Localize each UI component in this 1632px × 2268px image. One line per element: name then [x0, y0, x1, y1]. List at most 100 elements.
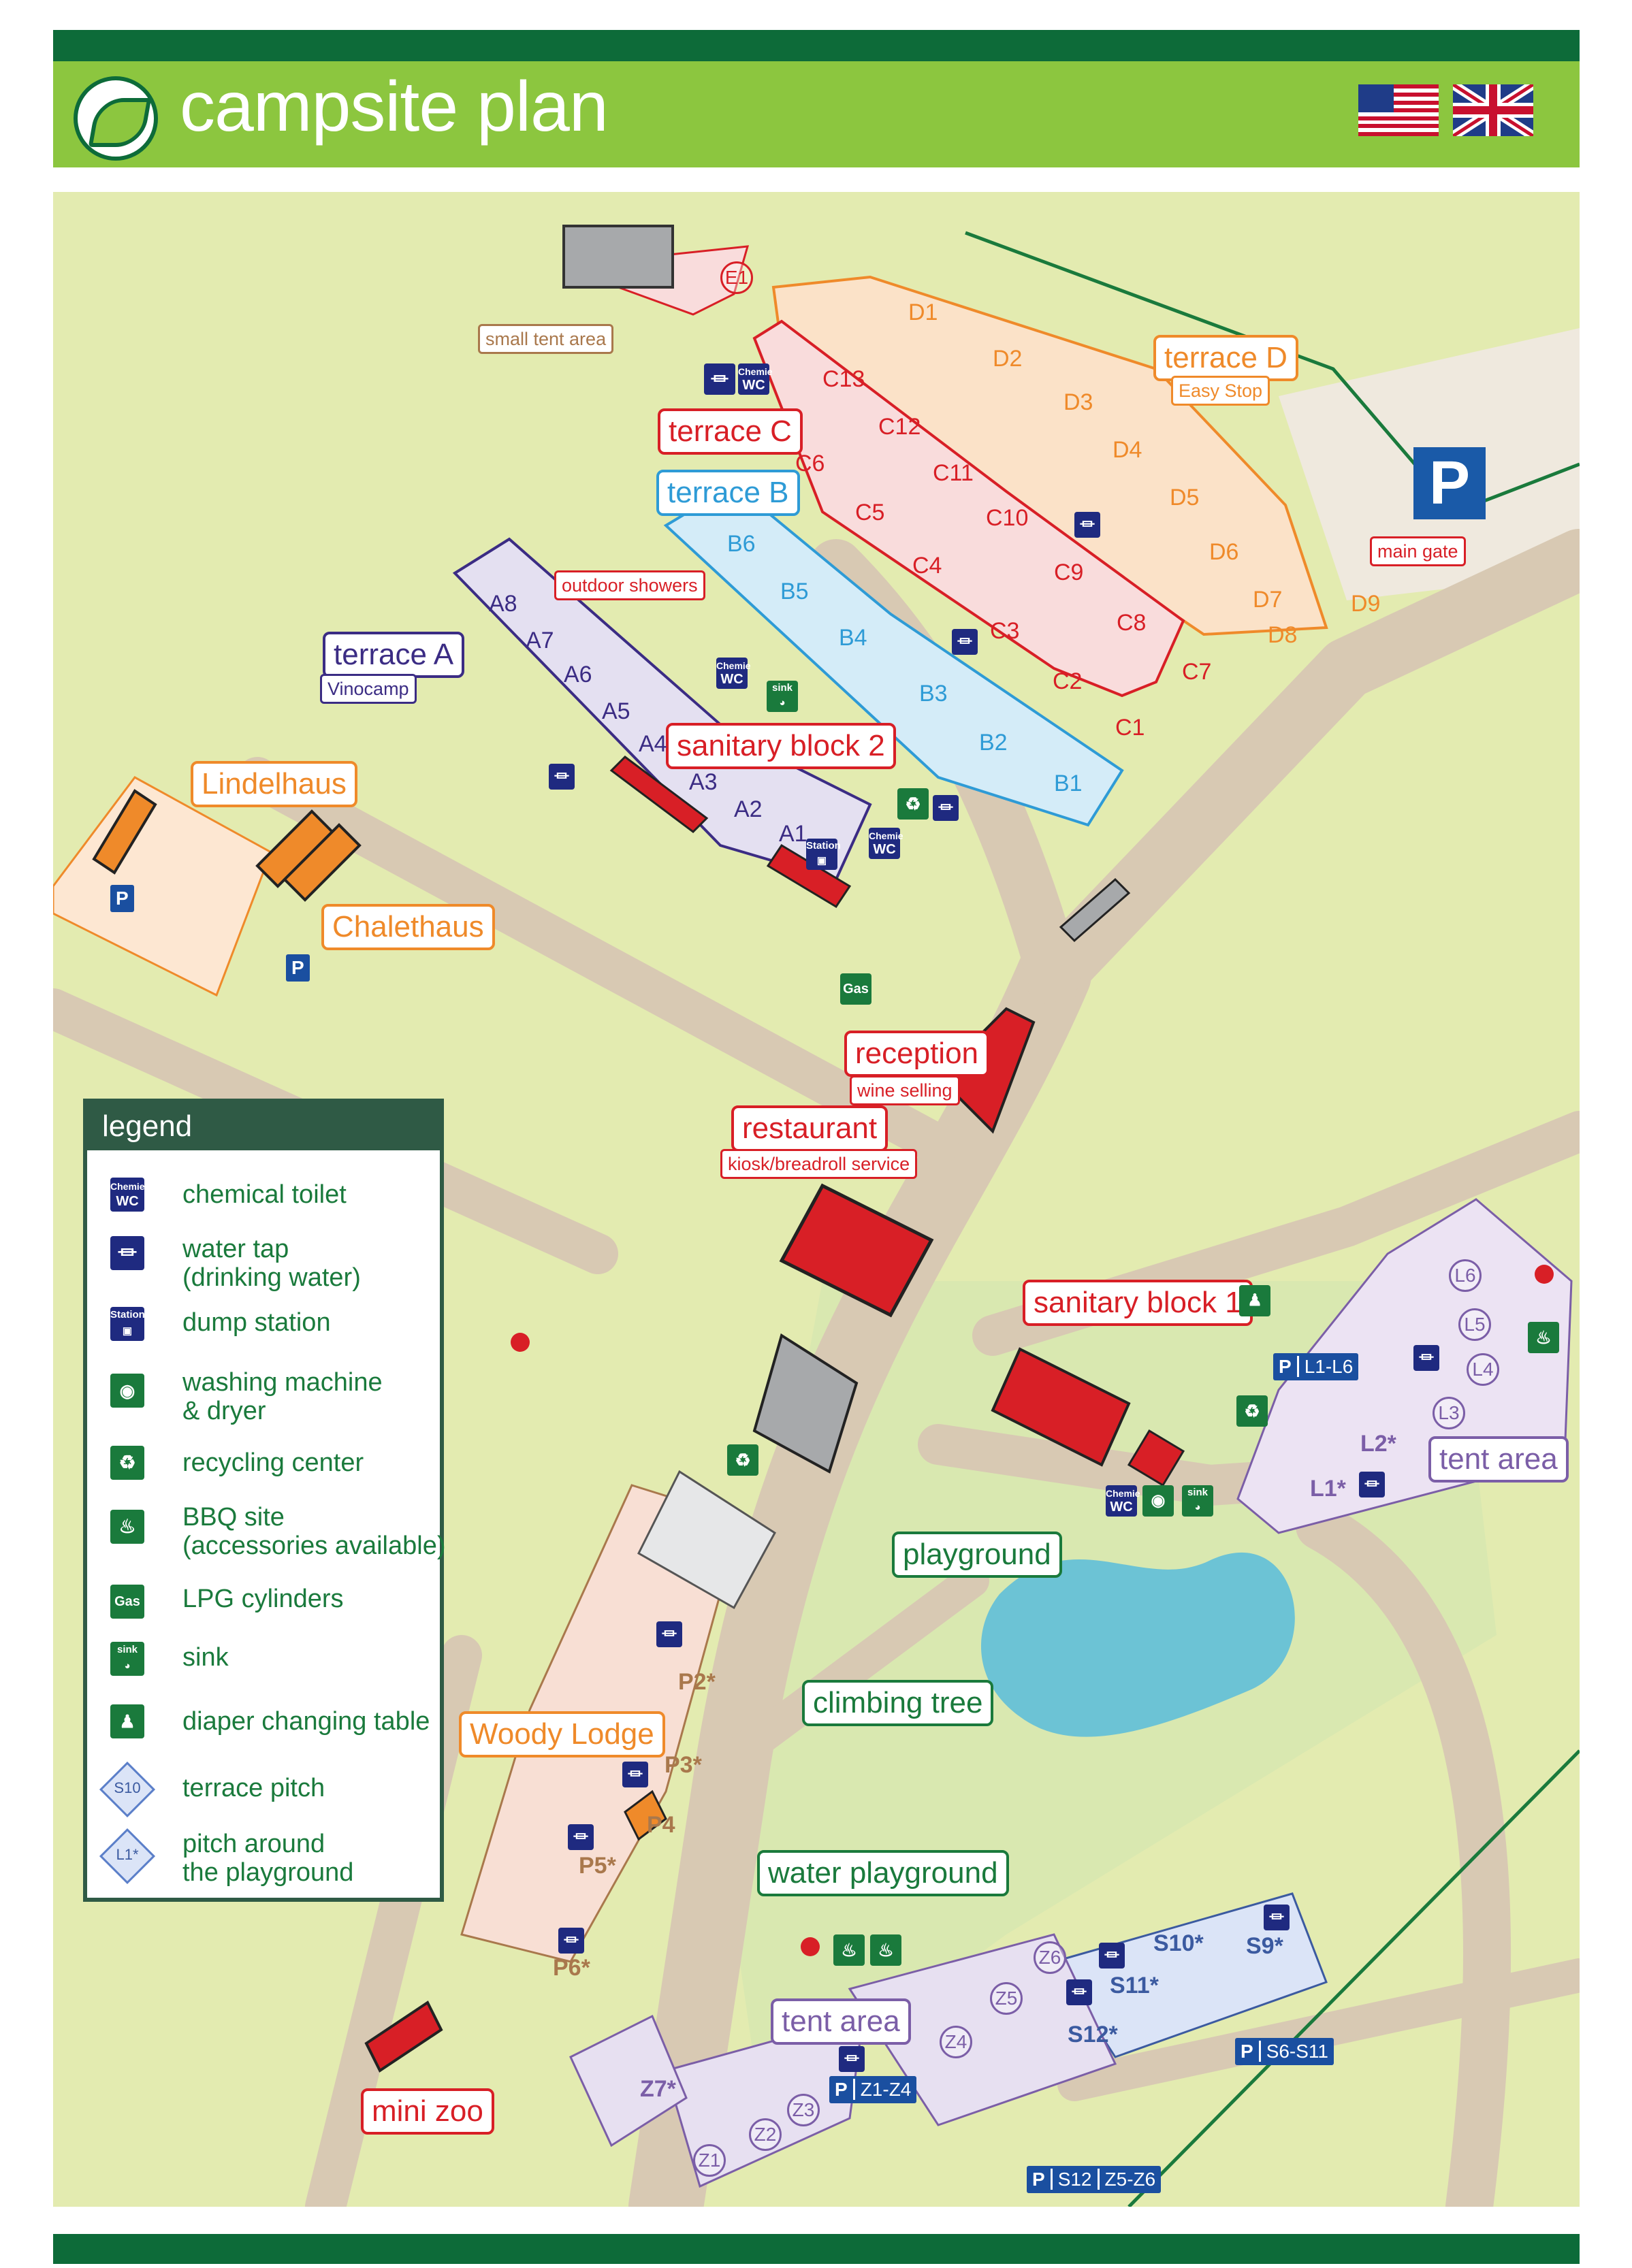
sink-icon: sink◕	[1182, 1485, 1213, 1517]
pitch-c5[interactable]: C5	[855, 500, 885, 525]
pitch-z6[interactable]: Z6	[1034, 1941, 1066, 1974]
washing-machine-icon: ◉	[110, 1374, 144, 1408]
pitch-d2[interactable]: D2	[993, 346, 1023, 372]
water-tap-icon: ⏛	[622, 1762, 648, 1787]
pitch-p4[interactable]: P4	[647, 1812, 675, 1838]
pitch-s9[interactable]: S9*	[1246, 1933, 1283, 1959]
water-tap-icon: ⏛	[1066, 1979, 1092, 2005]
pitch-l1[interactable]: L1*	[1310, 1476, 1346, 1502]
pitch-c10[interactable]: C10	[986, 505, 1029, 531]
pitch-c13[interactable]: C13	[822, 366, 865, 392]
pitch-b6[interactable]: B6	[727, 531, 756, 557]
pitch-b4[interactable]: B4	[839, 625, 867, 651]
pitch-b3[interactable]: B3	[919, 681, 948, 707]
pitch-d9[interactable]: D9	[1351, 591, 1381, 617]
uk-flag-icon[interactable]	[1453, 84, 1533, 136]
pitch-d3[interactable]: D3	[1063, 389, 1093, 415]
label-vinocamp: Vinocamp	[320, 674, 417, 704]
pitch-d1[interactable]: D1	[908, 299, 938, 325]
main-parking-icon[interactable]: P	[1413, 447, 1486, 519]
pitch-a2[interactable]: A2	[734, 796, 763, 822]
pitch-c1[interactable]: C1	[1115, 715, 1145, 741]
pitch-a1[interactable]: A1	[779, 821, 807, 847]
pitch-l6[interactable]: L6	[1449, 1259, 1482, 1292]
legend-item-label: BBQ site (accessories available)	[182, 1503, 446, 1560]
pitch-l2[interactable]: L2*	[1360, 1431, 1396, 1457]
pitch-c12[interactable]: C12	[878, 414, 921, 440]
pitch-p3[interactable]: P3*	[665, 1752, 702, 1778]
pitch-a6[interactable]: A6	[564, 662, 592, 687]
water-tap-icon: ⏛	[952, 629, 978, 655]
pitch-z5[interactable]: Z5	[990, 1982, 1023, 2015]
pitch-e1[interactable]: E1	[720, 261, 753, 294]
parking-lindelhaus[interactable]: P	[110, 885, 134, 912]
pitch-a7[interactable]: A7	[526, 628, 554, 653]
water-tap-icon: ⏛	[568, 1824, 594, 1850]
label-chalethaus: Chalethaus	[321, 904, 495, 950]
pitch-c7[interactable]: C7	[1182, 659, 1212, 685]
pitch-l4[interactable]: L4	[1467, 1353, 1499, 1386]
pitch-b1[interactable]: B1	[1054, 771, 1083, 796]
pitch-c3[interactable]: C3	[990, 618, 1020, 644]
label-reception[interactable]: reception	[844, 1031, 990, 1077]
water-tap-icon: ⏛	[110, 1236, 144, 1270]
pitch-z7[interactable]: Z7*	[640, 2076, 676, 2102]
pitch-z2[interactable]: Z2	[749, 2118, 782, 2151]
label-kiosk: kiosk/breadroll service	[720, 1149, 918, 1179]
pitch-c2[interactable]: C2	[1053, 668, 1083, 694]
page-title: campsite plan	[180, 67, 609, 146]
pitch-a4[interactable]: A4	[639, 731, 667, 757]
water-tap-icon: ⏛	[1413, 1345, 1439, 1371]
pitch-z1[interactable]: Z1	[693, 2144, 726, 2177]
label-easy-stop: Easy Stop	[1171, 376, 1270, 406]
label-climbing-tree: climbing tree	[802, 1680, 994, 1726]
recycling-icon: ♻	[110, 1446, 144, 1480]
label-terrace-a: terrace A	[323, 632, 465, 678]
bbq-icon: ♨	[110, 1510, 144, 1544]
recycling-icon: ♻	[897, 788, 929, 820]
pitch-d4[interactable]: D4	[1113, 437, 1142, 463]
label-playground: playground	[892, 1532, 1062, 1578]
pitch-d5[interactable]: D5	[1170, 485, 1200, 511]
pitch-c6[interactable]: C6	[795, 451, 825, 476]
parking-chalethaus[interactable]: P	[286, 954, 310, 982]
pitch-s12[interactable]: S12*	[1068, 2022, 1118, 2047]
pitch-d6[interactable]: D6	[1209, 539, 1239, 565]
us-flag-icon[interactable]	[1358, 84, 1439, 136]
pitch-d8[interactable]: D8	[1268, 622, 1298, 648]
lpg-icon: Gas	[110, 1585, 144, 1619]
diaper-changing-icon: ♟	[110, 1704, 144, 1738]
pitch-d7[interactable]: D7	[1253, 587, 1283, 613]
pitch-p5[interactable]: P5*	[579, 1853, 616, 1879]
pitch-c8[interactable]: C8	[1117, 610, 1147, 636]
label-restaurant[interactable]: restaurant	[731, 1105, 889, 1152]
terrace-pitch-sample: S10	[114, 1779, 141, 1796]
pitch-b5[interactable]: B5	[780, 579, 809, 604]
pitch-l5[interactable]: L5	[1458, 1308, 1491, 1341]
pitch-p2[interactable]: P2*	[678, 1669, 716, 1695]
pitch-l3[interactable]: L3	[1433, 1397, 1465, 1429]
pitch-a3[interactable]: A3	[689, 769, 718, 795]
lpg-icon: Gas	[840, 973, 871, 1005]
pitch-a8[interactable]: A8	[489, 591, 517, 617]
pitch-p6[interactable]: P6*	[553, 1955, 590, 1981]
pitch-s10[interactable]: S10*	[1153, 1930, 1204, 1956]
pitch-a5[interactable]: A5	[602, 698, 630, 724]
pitch-b2[interactable]: B2	[979, 730, 1008, 756]
recycling-icon: ♻	[727, 1444, 758, 1476]
legend-item-label: terrace pitch	[182, 1774, 325, 1802]
pitch-c11[interactable]: C11	[933, 460, 974, 486]
pitch-c9[interactable]: C9	[1054, 560, 1084, 585]
pitch-s11[interactable]: S11*	[1110, 1973, 1159, 1998]
pitch-z3[interactable]: Z3	[787, 2094, 820, 2126]
pitch-z4[interactable]: Z4	[940, 2026, 972, 2058]
sink-icon: sink◕	[110, 1642, 144, 1676]
pitch-c4[interactable]: C4	[912, 553, 942, 579]
